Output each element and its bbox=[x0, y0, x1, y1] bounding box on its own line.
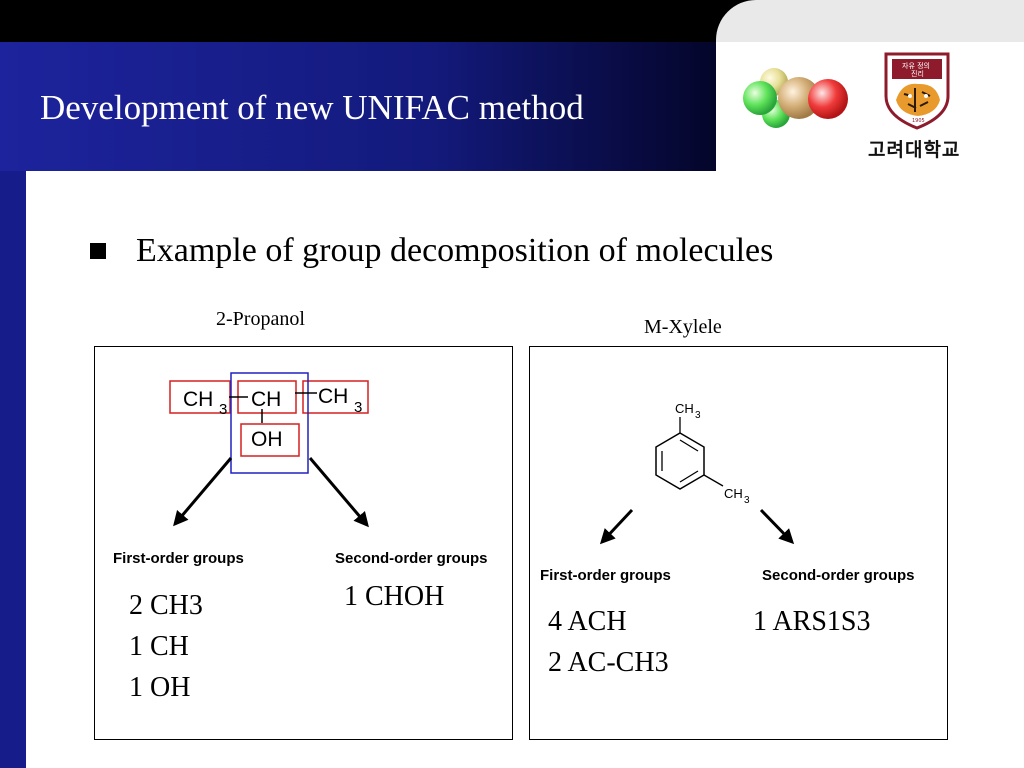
example-caption-xylene: M-Xylele bbox=[644, 316, 722, 338]
left-accent-bar bbox=[0, 171, 26, 768]
benzene-ring bbox=[655, 432, 705, 490]
arrow-second-order bbox=[308, 457, 369, 528]
xylene-structure: CH 3 CH 3 bbox=[599, 401, 795, 545]
second-order-groups-list: 1 ARS1S3 bbox=[753, 601, 871, 642]
svg-text:진리: 진리 bbox=[911, 69, 924, 78]
second-order-groups-list: 1 CHOH bbox=[344, 576, 444, 617]
arrow-second-order bbox=[759, 508, 795, 545]
first-order-group: 1 OH bbox=[129, 672, 191, 703]
first-order-group: 2 AC-CH3 bbox=[548, 647, 669, 678]
example-panel-propanol: CH 3 CH CH 3 OH First-order groups Secon… bbox=[94, 346, 513, 740]
first-order-label: First-order groups bbox=[113, 550, 244, 567]
slide-title: Development of new UNIFAC method bbox=[40, 88, 584, 127]
atom-ch3-right: CH bbox=[318, 385, 348, 408]
header-tab-curve bbox=[716, 0, 1024, 42]
arrow-first-order bbox=[599, 508, 634, 545]
group-box-oh bbox=[240, 423, 300, 457]
first-order-group: 2 CH3 bbox=[129, 590, 203, 621]
svg-text:CH: CH bbox=[183, 388, 213, 411]
atom-ch3-left: CH bbox=[183, 388, 213, 411]
university-seal-icon: 자유 정의 진리 1905 bbox=[884, 52, 950, 130]
atom-ch3-side-subscript: 3 bbox=[744, 495, 750, 506]
second-order-group: 1 ARS1S3 bbox=[753, 606, 871, 637]
atom-ch3-top-subscript: 3 bbox=[695, 410, 701, 421]
group-box-ch3-right bbox=[302, 380, 369, 414]
svg-text:1905: 1905 bbox=[912, 118, 925, 124]
svg-text:자유 정의: 자유 정의 bbox=[902, 61, 930, 70]
atom-ch3-side: CH bbox=[724, 486, 743, 501]
second-order-group: 1 CHOH bbox=[344, 581, 445, 612]
molecule-logo-icon bbox=[743, 68, 848, 128]
second-order-label: Second-order groups bbox=[762, 567, 915, 584]
second-order-label: Second-order groups bbox=[335, 550, 488, 567]
logo-area: 자유 정의 진리 1905 고려대학교 bbox=[716, 42, 1024, 171]
atom-ch3-right-subscript: 3 bbox=[354, 399, 362, 416]
second-order-box-choh bbox=[230, 372, 309, 474]
bullet-text: Example of group decomposition of molecu… bbox=[136, 232, 774, 269]
atom-oh: OH bbox=[251, 428, 283, 451]
example-panel-xylene: CH 3 CH 3 First-order groups Second-orde… bbox=[529, 346, 948, 740]
atom-ch: CH bbox=[251, 388, 281, 411]
first-order-groups-list: 4 ACH 2 AC-CH3 bbox=[548, 601, 669, 683]
atom-ch3-left-subscript: 3 bbox=[219, 401, 227, 418]
first-order-group: 1 CH bbox=[129, 631, 189, 662]
atom-ch3-top: CH bbox=[675, 401, 694, 416]
title-banner: Development of new UNIFAC method bbox=[0, 42, 716, 171]
arrow-first-order bbox=[173, 457, 233, 527]
first-order-groups-list: 2 CH3 1 CH 1 OH bbox=[129, 585, 203, 708]
university-name: 고려대학교 bbox=[868, 139, 961, 161]
bullet-square bbox=[90, 243, 106, 259]
example-caption-propanol: 2-Propanol bbox=[216, 308, 305, 330]
first-order-label: First-order groups bbox=[540, 567, 671, 584]
first-order-group: 4 ACH bbox=[548, 606, 627, 637]
propanol-structure: CH 3 CH CH 3 OH bbox=[169, 372, 369, 528]
